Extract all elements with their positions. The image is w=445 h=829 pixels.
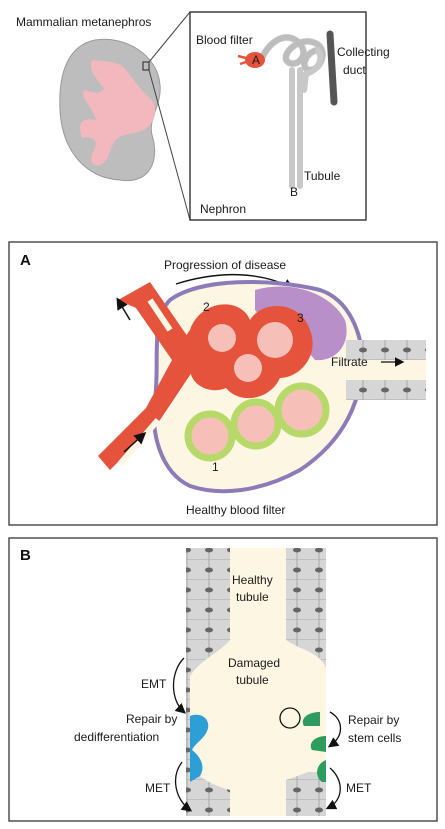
panel-b-letter: B <box>20 547 31 564</box>
dediff-label-2: dedifferentiation <box>74 730 159 744</box>
marker-b: B <box>290 185 298 199</box>
panel-a-letter: A <box>20 252 31 269</box>
stem-repair-arrow <box>327 711 342 748</box>
panel-a: A Progression of disease 1 2 3 Filtrate <box>8 241 438 526</box>
damaged-tubule-label-2: tubule <box>236 673 269 687</box>
healthy-tubule-label-2: tubule <box>236 590 269 604</box>
blood-filter-glomerulus <box>245 52 265 68</box>
progression-label: Progression of disease <box>164 258 286 272</box>
blood-filter-label: Blood filter <box>196 33 253 47</box>
met-right-arrow <box>325 767 341 810</box>
nephron-label: Nephron <box>200 202 246 216</box>
organ-label: Mammalian metanephros <box>16 15 151 29</box>
renal-pelvis <box>79 60 156 166</box>
nephron-illustration <box>237 30 338 189</box>
stage-1-label: 1 <box>212 460 219 474</box>
healthy-tubule-label-1: Healthy <box>232 573 273 587</box>
tubule-label: Tubule <box>304 169 341 183</box>
nephron-box <box>189 11 367 221</box>
emt-label: EMT <box>141 677 167 691</box>
stem-cell-repair <box>302 712 326 782</box>
dediff-label-1: Repair by <box>126 712 177 726</box>
filtrate-label: Filtrate <box>331 355 368 369</box>
panel-a-caption: Healthy blood filter <box>186 503 285 517</box>
stage-1-healthy-podocytes <box>184 382 330 462</box>
damaged-tubule-label-1: Damaged <box>228 656 280 670</box>
met-left-label: MET <box>145 781 171 795</box>
collecting-duct <box>326 30 338 106</box>
stem-cell-self-renewal-loop <box>279 707 301 729</box>
zoom-box-small <box>142 61 150 71</box>
collecting-duct-label-2: duct <box>343 63 366 77</box>
met-left-arrow <box>174 761 193 812</box>
stem-label-2: stem cells <box>348 731 401 745</box>
met-right-label: MET <box>346 781 372 795</box>
kidney-illustration <box>59 38 161 182</box>
stage-3-label: 3 <box>297 311 304 325</box>
emt-arrow <box>172 657 186 714</box>
dedifferentiated-cells <box>190 714 209 782</box>
collecting-duct-label-1: Collecting <box>337 45 390 59</box>
stage-2-label: 2 <box>203 300 210 314</box>
marker-a: A <box>252 53 260 67</box>
stem-label-1: Repair by <box>348 713 399 727</box>
blood-vessel <box>98 282 200 470</box>
overview-section: Mammalian metanephros Blood filter A Col… <box>16 11 390 221</box>
panel-b: B Healthy tubule Damaged tubule EMT Repa… <box>8 537 438 822</box>
